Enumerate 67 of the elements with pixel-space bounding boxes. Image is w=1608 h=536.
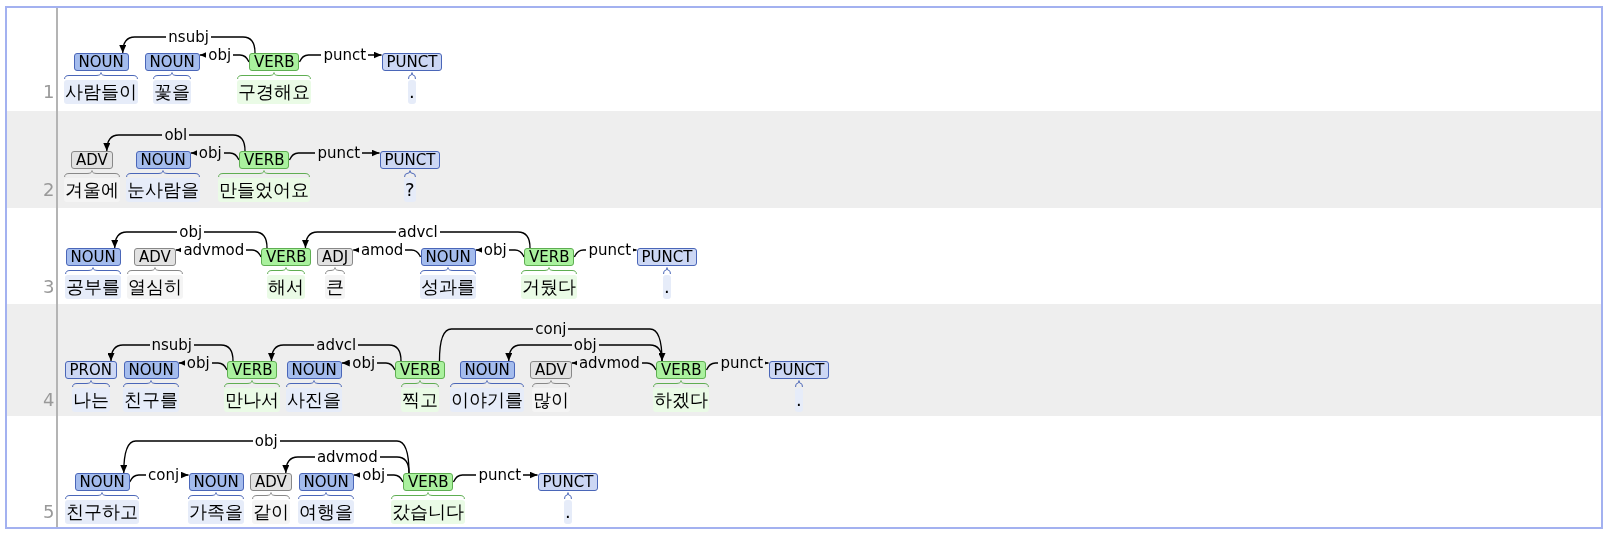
token-word: 공부를: [65, 275, 121, 299]
token-word: 만들었어요: [218, 178, 310, 202]
pos-tag: PUNCT: [537, 473, 599, 491]
pos-tag: NOUN: [74, 473, 130, 491]
token-word: .: [663, 275, 671, 299]
token-word: 갔습니다: [391, 500, 465, 524]
pos-tag: PUNCT: [379, 151, 441, 169]
pos-tag: VERB: [403, 473, 454, 491]
pos-tag: NOUN: [286, 361, 342, 379]
token-word: .: [795, 388, 803, 412]
pos-tag: ADV: [530, 361, 572, 379]
pos-tag: NOUN: [123, 361, 179, 379]
token-word: 열심히: [127, 275, 183, 299]
token-word: 하겠다: [653, 388, 709, 412]
pos-tag: ADV: [71, 151, 113, 169]
row-number: 5: [43, 500, 55, 524]
token-word: 만나서: [224, 388, 280, 412]
pos-tag: PUNCT: [636, 248, 698, 266]
row-number: 3: [43, 275, 55, 299]
token-word: 같이: [252, 500, 290, 524]
row-number: 1: [43, 80, 55, 104]
token-word: 많이: [532, 388, 570, 412]
pos-tag: NOUN: [135, 151, 191, 169]
token-word: 여행을: [298, 500, 354, 524]
token-word: 사람들이: [64, 80, 138, 104]
token-word: 눈사람을: [126, 178, 200, 202]
pos-tag: NOUN: [188, 473, 244, 491]
pos-tag: NOUN: [298, 473, 354, 491]
pos-tag: VERB: [261, 248, 312, 266]
pos-tag: NOUN: [73, 53, 129, 71]
token-word: 꽃을: [153, 80, 191, 104]
token-word: 나는: [72, 388, 110, 412]
token-word: 친구를: [123, 388, 179, 412]
token-word: 큰: [325, 275, 345, 299]
pos-tag: NOUN: [144, 53, 200, 71]
pos-tag: ADJ: [317, 248, 354, 266]
pos-tag: VERB: [227, 361, 278, 379]
pos-tag: VERB: [239, 151, 290, 169]
token-word: 거뒀다: [521, 275, 577, 299]
token-word: 성과를: [420, 275, 476, 299]
pos-tag: PUNCT: [381, 53, 443, 71]
token-word: ?: [404, 178, 416, 202]
pos-tag: VERB: [249, 53, 300, 71]
row-number: 2: [43, 178, 55, 202]
token-word: 구경해요: [237, 80, 311, 104]
row-number: 4: [43, 388, 55, 412]
pos-tag: VERB: [656, 361, 707, 379]
pos-tag: ADV: [250, 473, 292, 491]
pos-tag: VERB: [395, 361, 446, 379]
pos-tag: PRON: [64, 361, 117, 379]
sentence-row: [7, 304, 1601, 416]
sentence-row: [7, 111, 1601, 208]
token-word: 이야기를: [450, 388, 524, 412]
pos-tag: NOUN: [459, 361, 515, 379]
token-word: 사진을: [286, 388, 342, 412]
token-word: 해서: [267, 275, 305, 299]
dependency-arc: [120, 440, 410, 474]
token-word: 친구하고: [65, 500, 139, 524]
pos-tag: PUNCT: [768, 361, 830, 379]
pos-tag: VERB: [524, 248, 575, 266]
token-word: .: [408, 80, 416, 104]
pos-tag: NOUN: [420, 248, 476, 266]
token-word: 가족을: [188, 500, 244, 524]
pos-tag: NOUN: [65, 248, 121, 266]
token-word: 겨울에: [64, 178, 120, 202]
pos-tag: ADV: [134, 248, 176, 266]
token-word: 찍고: [401, 388, 439, 412]
